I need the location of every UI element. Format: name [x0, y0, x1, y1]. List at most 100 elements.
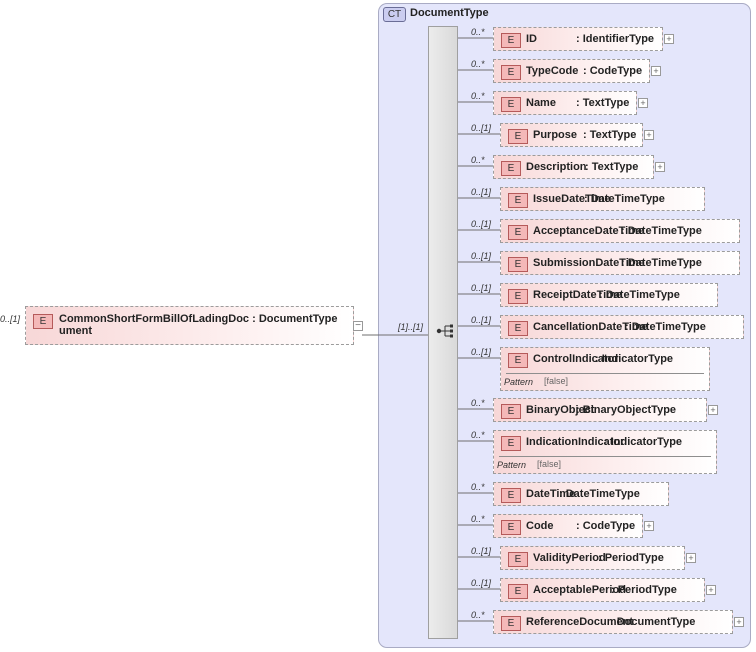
element-name: BinaryObject [526, 404, 595, 416]
element-name: TypeCode [526, 65, 579, 77]
element-name: ReceiptDateTime [533, 289, 623, 301]
facet-separator [506, 373, 704, 374]
element-type: : PeriodType [598, 552, 664, 564]
child-occurrence: 0..[1] [471, 347, 492, 357]
element-badge: E [501, 520, 521, 535]
element-badge: E [508, 225, 528, 240]
expand-icon[interactable]: + [708, 405, 718, 415]
child-occurrence: 0..[1] [471, 123, 492, 133]
child-element-acceptableperiod[interactable]: E AcceptablePeriod: PeriodType [500, 578, 705, 602]
element-type: : BinaryObjectType [576, 404, 677, 416]
child-occurrence: 0..* [471, 430, 485, 440]
expand-icon[interactable]: + [686, 553, 696, 563]
element-badge: E [508, 321, 528, 336]
expand-icon[interactable]: + [706, 585, 716, 595]
child-element-receiptdatetime[interactable]: E ReceiptDateTime: DateTimeType [500, 283, 718, 307]
child-occurrence: 0..[1] [471, 283, 492, 293]
element-name: IssueDateTime [533, 193, 611, 205]
child-occurrence: 0..* [471, 398, 485, 408]
element-type: : IndicatorType [604, 436, 683, 448]
element-name: AcceptanceDateTime [533, 225, 645, 237]
main-element-label: CommonShortFormBillOfLadingDoc : Documen… [59, 313, 338, 337]
child-element-binaryobject[interactable]: E BinaryObject: BinaryObjectType [493, 398, 707, 422]
element-badge: E [501, 65, 521, 80]
element-name: ReferenceDocument [526, 616, 633, 628]
child-element-referencedocument[interactable]: E ReferenceDocument: DocumentType [493, 610, 733, 634]
child-occurrence: 0..[1] [471, 315, 492, 325]
element-type: : IndicatorType [595, 353, 674, 365]
collapse-icon[interactable]: − [353, 321, 363, 331]
element-type: : TextType [576, 97, 630, 109]
sequence-occurrence: [1]..[1] [398, 322, 424, 332]
child-occurrence: 0..[1] [471, 251, 492, 261]
element-name: Code [526, 520, 554, 532]
child-element-purpose[interactable]: E Purpose : TextType [500, 123, 643, 147]
child-occurrence: 0..* [471, 482, 485, 492]
child-element-acceptancedatetime[interactable]: E AcceptanceDateTime: DateTimeType [500, 219, 740, 243]
child-occurrence: 0..[1] [471, 187, 492, 197]
element-type: : DocumentType [610, 616, 696, 628]
element-badge: E [501, 616, 521, 631]
element-badge: E [501, 33, 521, 48]
element-type: : DateTimeType [599, 289, 680, 301]
expand-icon[interactable]: + [651, 66, 661, 76]
expand-icon[interactable]: + [644, 521, 654, 531]
element-type: : PeriodType [611, 584, 677, 596]
element-name: AcceptablePeriod [533, 584, 626, 596]
element-badge: E [508, 353, 528, 368]
element-badge: E [508, 129, 528, 144]
expand-icon[interactable]: + [644, 130, 654, 140]
element-badge: E [508, 289, 528, 304]
element-type: : TextType [585, 161, 639, 173]
element-type: : DateTimeType [621, 225, 702, 237]
element-name: ControlIndicator [533, 353, 619, 365]
complex-type-badge: CT [383, 7, 406, 22]
element-name: SubmissionDateTime [533, 257, 645, 269]
main-element-box[interactable]: E CommonShortFormBillOfLadingDoc : Docum… [25, 306, 354, 345]
expand-icon[interactable]: + [638, 98, 648, 108]
child-element-typecode[interactable]: E TypeCode : CodeType [493, 59, 650, 83]
expand-icon[interactable]: + [734, 617, 744, 627]
sequence-compositor-icon [436, 324, 453, 338]
element-type: : IdentifierType [576, 33, 655, 45]
element-name: Purpose [533, 129, 578, 141]
element-name: DateTime [526, 488, 576, 500]
element-badge: E [508, 193, 528, 208]
element-type: : TextType [583, 129, 637, 141]
facet-value: [false] [537, 459, 562, 469]
facet-separator [499, 456, 711, 457]
child-occurrence: 0..* [471, 155, 485, 165]
element-badge: E [508, 552, 528, 567]
element-badge: E [508, 584, 528, 599]
element-type: : CodeType [583, 65, 643, 77]
element-badge: E [508, 257, 528, 272]
facet-label: Pattern [504, 377, 534, 387]
child-occurrence: 0..* [471, 610, 485, 620]
child-occurrence: 0..[1] [471, 546, 492, 556]
child-element-datetime[interactable]: E DateTime: DateTimeType [493, 482, 669, 506]
element-badge: E [501, 161, 521, 176]
facet-label: Pattern [497, 460, 527, 470]
expand-icon[interactable]: + [664, 34, 674, 44]
child-element-name[interactable]: E Name : TextType [493, 91, 637, 115]
element-badge: E [501, 488, 521, 503]
expand-icon[interactable]: + [655, 162, 665, 172]
child-occurrence: 0..[1] [471, 578, 492, 588]
main-element-occurrence: 0..[1] [0, 314, 21, 324]
element-badge: E [33, 314, 53, 329]
element-badge: E [501, 97, 521, 112]
element-badge: E [501, 404, 521, 419]
element-badge: E [501, 436, 521, 451]
element-name: Name [526, 97, 556, 109]
element-type: : DateTimeType [559, 488, 640, 500]
